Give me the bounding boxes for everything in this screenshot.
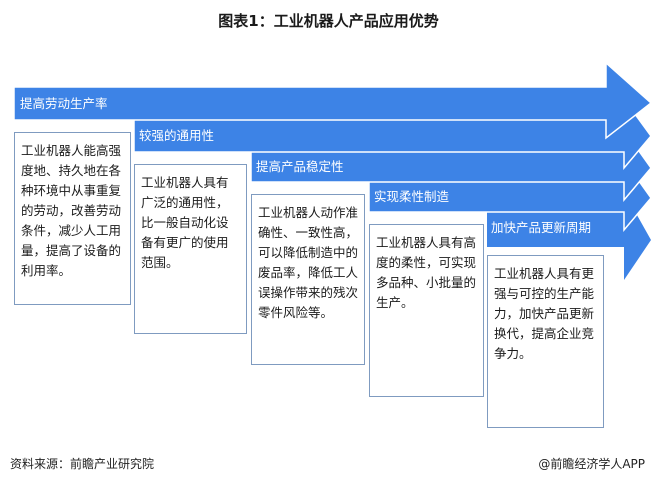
step-4-description: 工业机器人具有高度的柔性，可实现多品种、小批量的生产。 xyxy=(369,224,484,397)
arrow-step-1 xyxy=(13,61,653,140)
chart-title: 图表1：工业机器人产品应用优势 xyxy=(218,12,439,30)
step-5-label: 加快产品更新周期 xyxy=(491,220,592,235)
step-2-label: 较强的通用性 xyxy=(139,128,215,143)
step-3-description: 工业机器人动作准确性、一致性高，可以降低制造中的废品率，降低工人误操作带来的残次… xyxy=(251,194,365,365)
step-2-description: 工业机器人具有广泛的通用性，比一般自动化设备有更广的使用范围。 xyxy=(134,164,247,334)
source-note: 资料来源：前瞻产业研究院 xyxy=(10,457,155,471)
step-1-label: 提高劳动生产率 xyxy=(20,96,108,111)
step-3-label: 提高产品稳定性 xyxy=(256,159,344,174)
arrow-step-5 xyxy=(487,192,651,280)
step-4-label: 实现柔性制造 xyxy=(374,189,450,204)
step-5-description: 工业机器人具有更强与可控的生产能力，加快产品更新换代，提高企业竞争力。 xyxy=(487,255,604,428)
step-1-description: 工业机器人能高强度地、持久地在各种环境中从事重复的劳动，改善劳动条件，减少人工用… xyxy=(14,132,131,305)
credit-note: @前瞻经济学人APP xyxy=(538,457,645,471)
